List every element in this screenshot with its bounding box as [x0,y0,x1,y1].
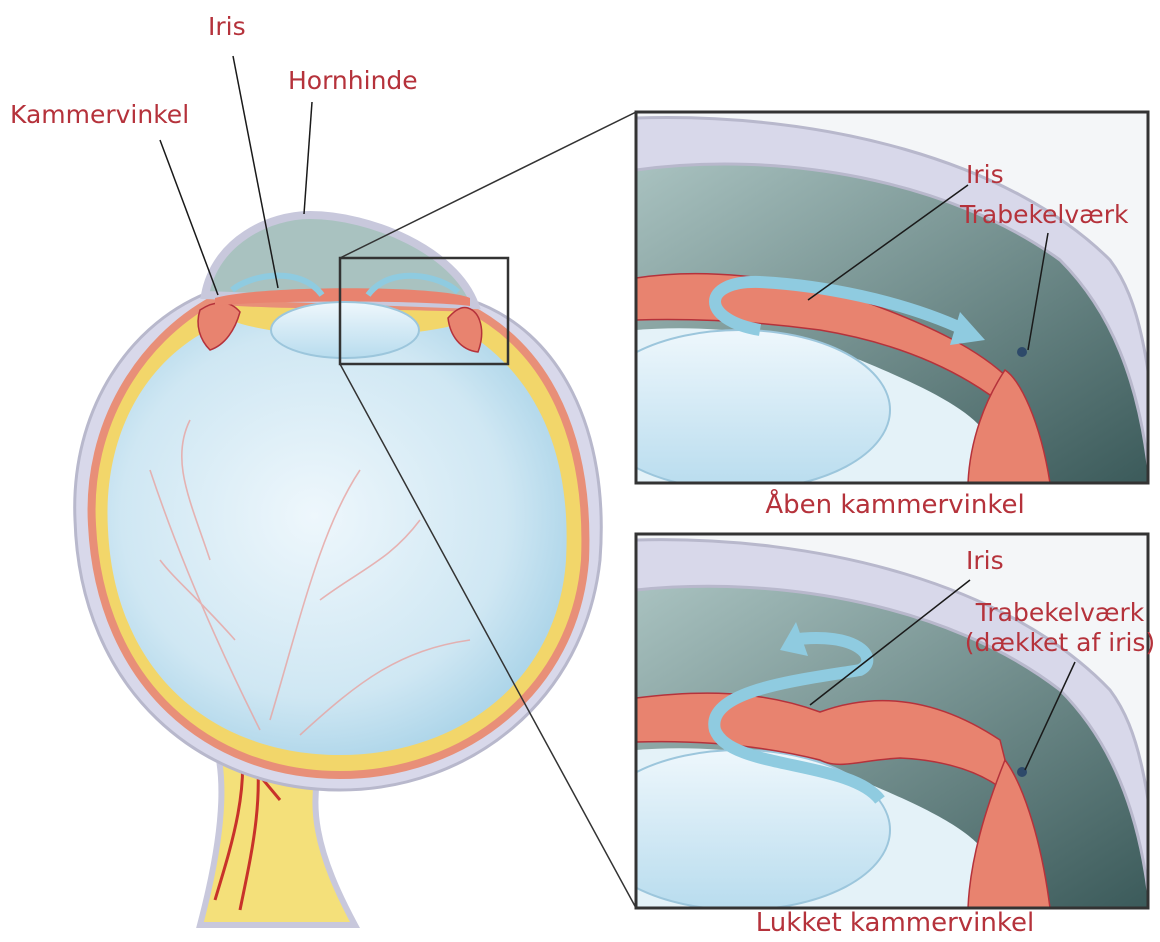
closed-angle-inset [590,534,1160,910]
zoom-line-top [340,112,636,258]
label-open-trabekel: Trabekelværk [960,200,1128,230]
label-closed-trabekel-line2: (dækket af iris) [960,628,1160,658]
label-closed-trabekel-line1: Trabekelværk [960,598,1160,628]
open-angle-inset [590,112,1160,490]
vitreous-body [107,320,566,755]
caption-open-angle: Åben kammervinkel [740,490,1050,520]
label-kammervinkel: Kammervinkel [10,100,189,130]
main-eye [75,215,602,925]
lens [271,302,419,358]
label-open-iris: Iris [966,160,1004,190]
label-iris-main: Iris [208,12,246,42]
label-closed-iris: Iris [966,546,1004,576]
caption-closed-angle: Lukket kammervinkel [725,908,1065,938]
label-hornhinde: Hornhinde [288,66,418,96]
